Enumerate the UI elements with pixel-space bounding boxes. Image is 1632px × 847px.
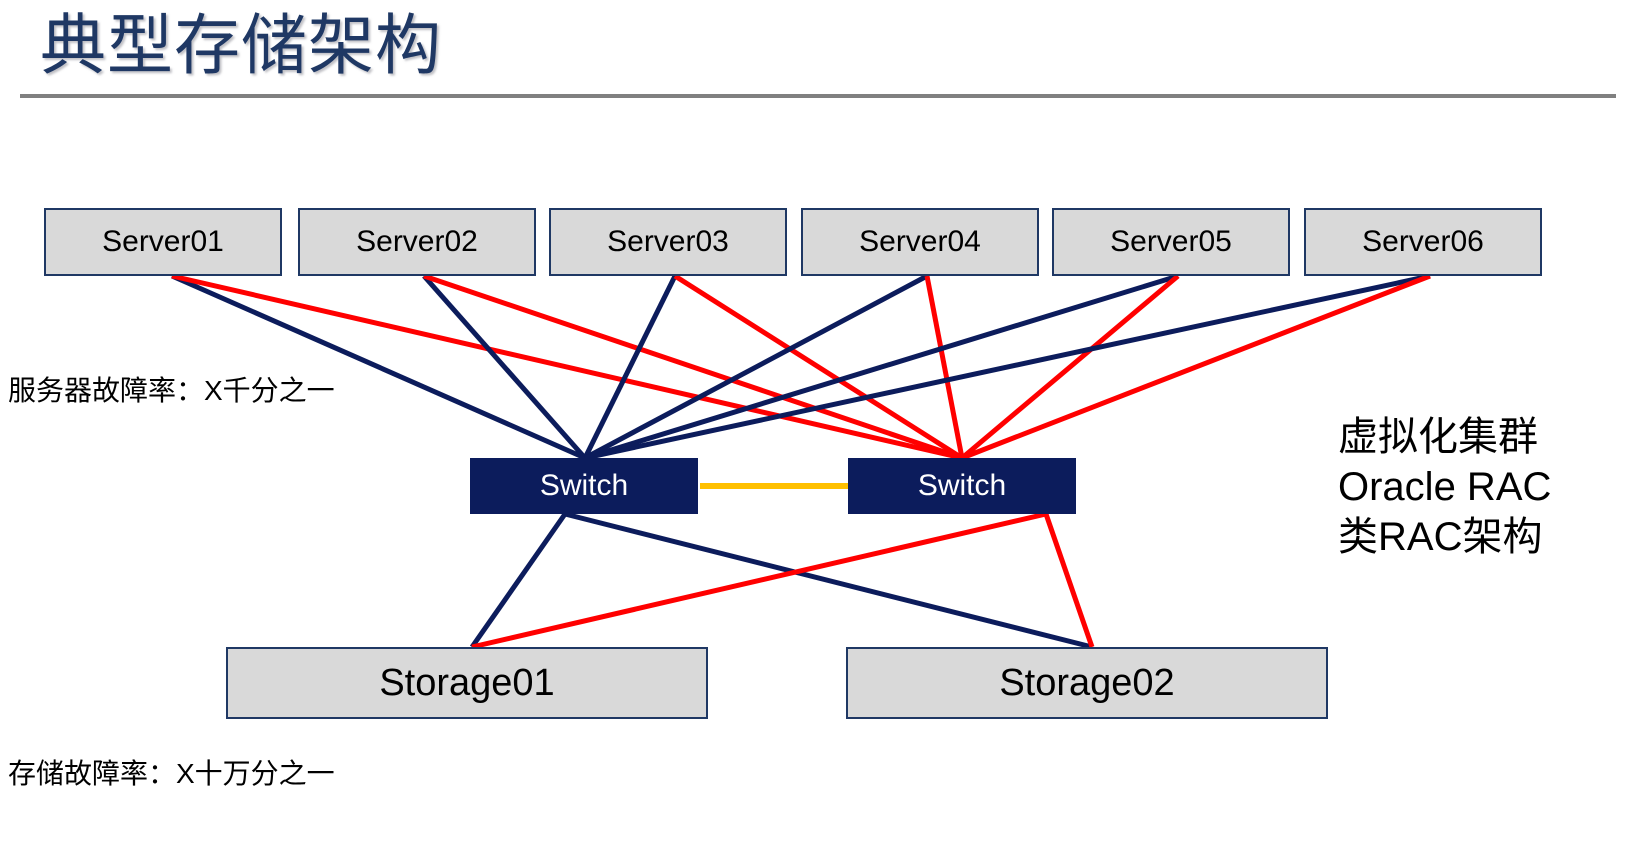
title-divider	[20, 94, 1616, 98]
link-server5-switch1	[584, 273, 1179, 461]
server-node-label: Server03	[607, 225, 729, 258]
link-server2-switch1	[422, 274, 587, 460]
server-node-label: Server02	[356, 225, 478, 258]
link-server1-switch1	[170, 273, 587, 461]
link-switch2-storage1	[471, 511, 1047, 650]
storage-node-1[interactable]: Storage01	[226, 647, 708, 719]
server-node-2[interactable]: Server02	[298, 208, 536, 276]
server-node-1[interactable]: Server01	[44, 208, 282, 276]
storage-node-2[interactable]: Storage02	[846, 647, 1328, 719]
link-server4-switch1	[583, 273, 929, 461]
switch-storage-links	[469, 511, 1095, 650]
storage-failure-rate-label: 存储故障率：X十万分之一	[8, 758, 335, 789]
switch-node-1[interactable]: Switch	[470, 458, 698, 514]
link-server2-switch2	[423, 273, 963, 461]
link-switch1-storage2	[564, 511, 1093, 650]
server-node-label: Server06	[1362, 225, 1484, 258]
link-server6-switch1	[584, 273, 1431, 461]
server-switch-links	[170, 273, 1431, 461]
server-node-6[interactable]: Server06	[1304, 208, 1542, 276]
cluster-note-line-2: Oracle RAC	[1338, 465, 1552, 509]
cluster-note-line-3: 类RAC架构	[1338, 515, 1543, 559]
link-server1-switch2	[171, 273, 963, 461]
storage-node-label: Storage02	[999, 661, 1175, 704]
server-node-label: Server05	[1110, 225, 1232, 258]
server-node-label: Server04	[859, 225, 981, 258]
link-server3-switch2	[673, 273, 964, 461]
server-node-3[interactable]: Server03	[549, 208, 787, 276]
link-server5-switch2	[960, 274, 1180, 460]
link-server6-switch2	[961, 273, 1431, 461]
server-node-4[interactable]: Server04	[801, 208, 1039, 276]
switch-node-2[interactable]: Switch	[848, 458, 1076, 514]
cluster-note-line-1: 虚拟化集群	[1338, 415, 1538, 459]
server-node-label: Server01	[102, 225, 224, 258]
link-switch1-storage1	[469, 512, 568, 649]
link-switch2-storage2	[1043, 513, 1095, 648]
switch-node-label: Switch	[539, 469, 629, 502]
storage-node-label: Storage01	[379, 661, 555, 704]
cluster-note: 虚拟化集群 Oracle RAC 类RAC架构	[1338, 412, 1551, 562]
server-node-5[interactable]: Server05	[1052, 208, 1290, 276]
server-failure-rate-label: 服务器故障率：X千分之一	[8, 375, 335, 406]
page-title: 典型存储架构	[40, 8, 442, 82]
switch-node-label: Switch	[917, 469, 1007, 502]
link-server4-switch2	[924, 275, 965, 459]
link-server3-switch1	[582, 274, 678, 460]
